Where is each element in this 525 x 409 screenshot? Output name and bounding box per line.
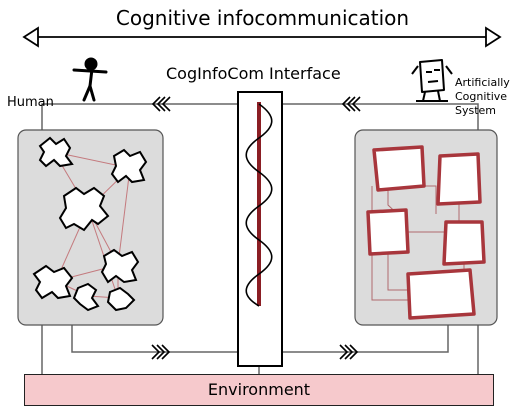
triple-chevron-icon (151, 96, 171, 112)
triple-chevron-icon (341, 96, 361, 112)
environment-box: Environment (24, 374, 494, 406)
human-label: Human (7, 95, 54, 110)
interface-helix (245, 103, 273, 307)
environment-label: Environment (207, 380, 311, 399)
diagram-title: Cognitive infocommunication (115, 6, 410, 30)
double-arrow-icon (22, 26, 502, 48)
human-figure-icon (72, 57, 108, 102)
robot-head-icon (411, 59, 453, 102)
interface-label: CogInfoCom Interface (166, 64, 341, 83)
human-blobs (32, 136, 148, 312)
ai-system-label: Artificially Cognitive System (455, 76, 510, 117)
triple-chevron-icon (339, 344, 359, 360)
ai-squares (366, 145, 486, 320)
triple-chevron-icon (151, 344, 171, 360)
